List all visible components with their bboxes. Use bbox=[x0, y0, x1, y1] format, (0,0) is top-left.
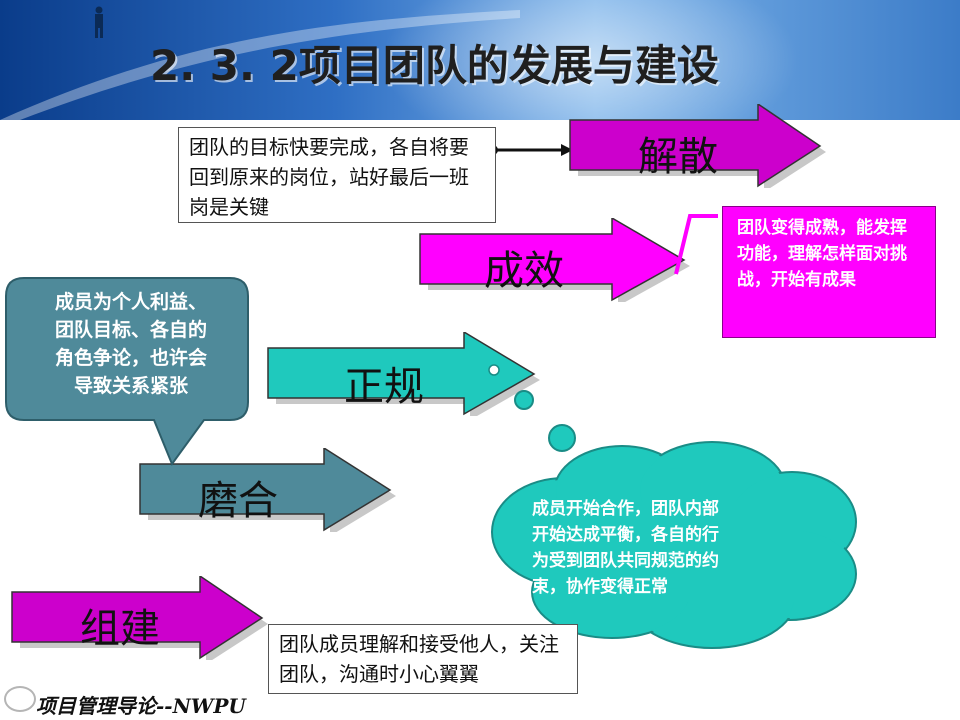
footer-text: 项目管理导论--NWPU bbox=[36, 690, 246, 719]
watermark-icon bbox=[4, 686, 36, 712]
stage-label-dissolve: 解散 bbox=[638, 124, 718, 182]
stage-label-storming: 磨合 bbox=[198, 468, 278, 526]
storming-note: 成员为个人利益、 团队目标、各自的 角色争论，也许会 导致关系紧张 bbox=[26, 288, 236, 400]
performing-note: 团队变得成熟，能发挥功能，理解怎样面对挑战，开始有成果 bbox=[722, 206, 936, 338]
page-title: 2. 3. 2项目团队的发展与建设 bbox=[150, 32, 719, 93]
stage-label-performing: 成效 bbox=[484, 238, 564, 296]
stage-label-norming: 正规 bbox=[344, 354, 424, 412]
dissolve-note: 团队的目标快要完成，各自将要回到原来的岗位，站好最后一班岗是关键 bbox=[178, 127, 496, 223]
norming-note: 成员开始合作，团队内部 开始达成平衡，各自的行 为受到团队共同规范的约 束，协作… bbox=[532, 496, 792, 600]
callout-pointer bbox=[672, 212, 722, 278]
stage-label-forming: 组建 bbox=[80, 596, 160, 654]
note-connector-arrow bbox=[485, 140, 575, 160]
forming-note: 团队成员理解和接受他人，关注团队，沟通时小心翼翼 bbox=[268, 624, 578, 694]
